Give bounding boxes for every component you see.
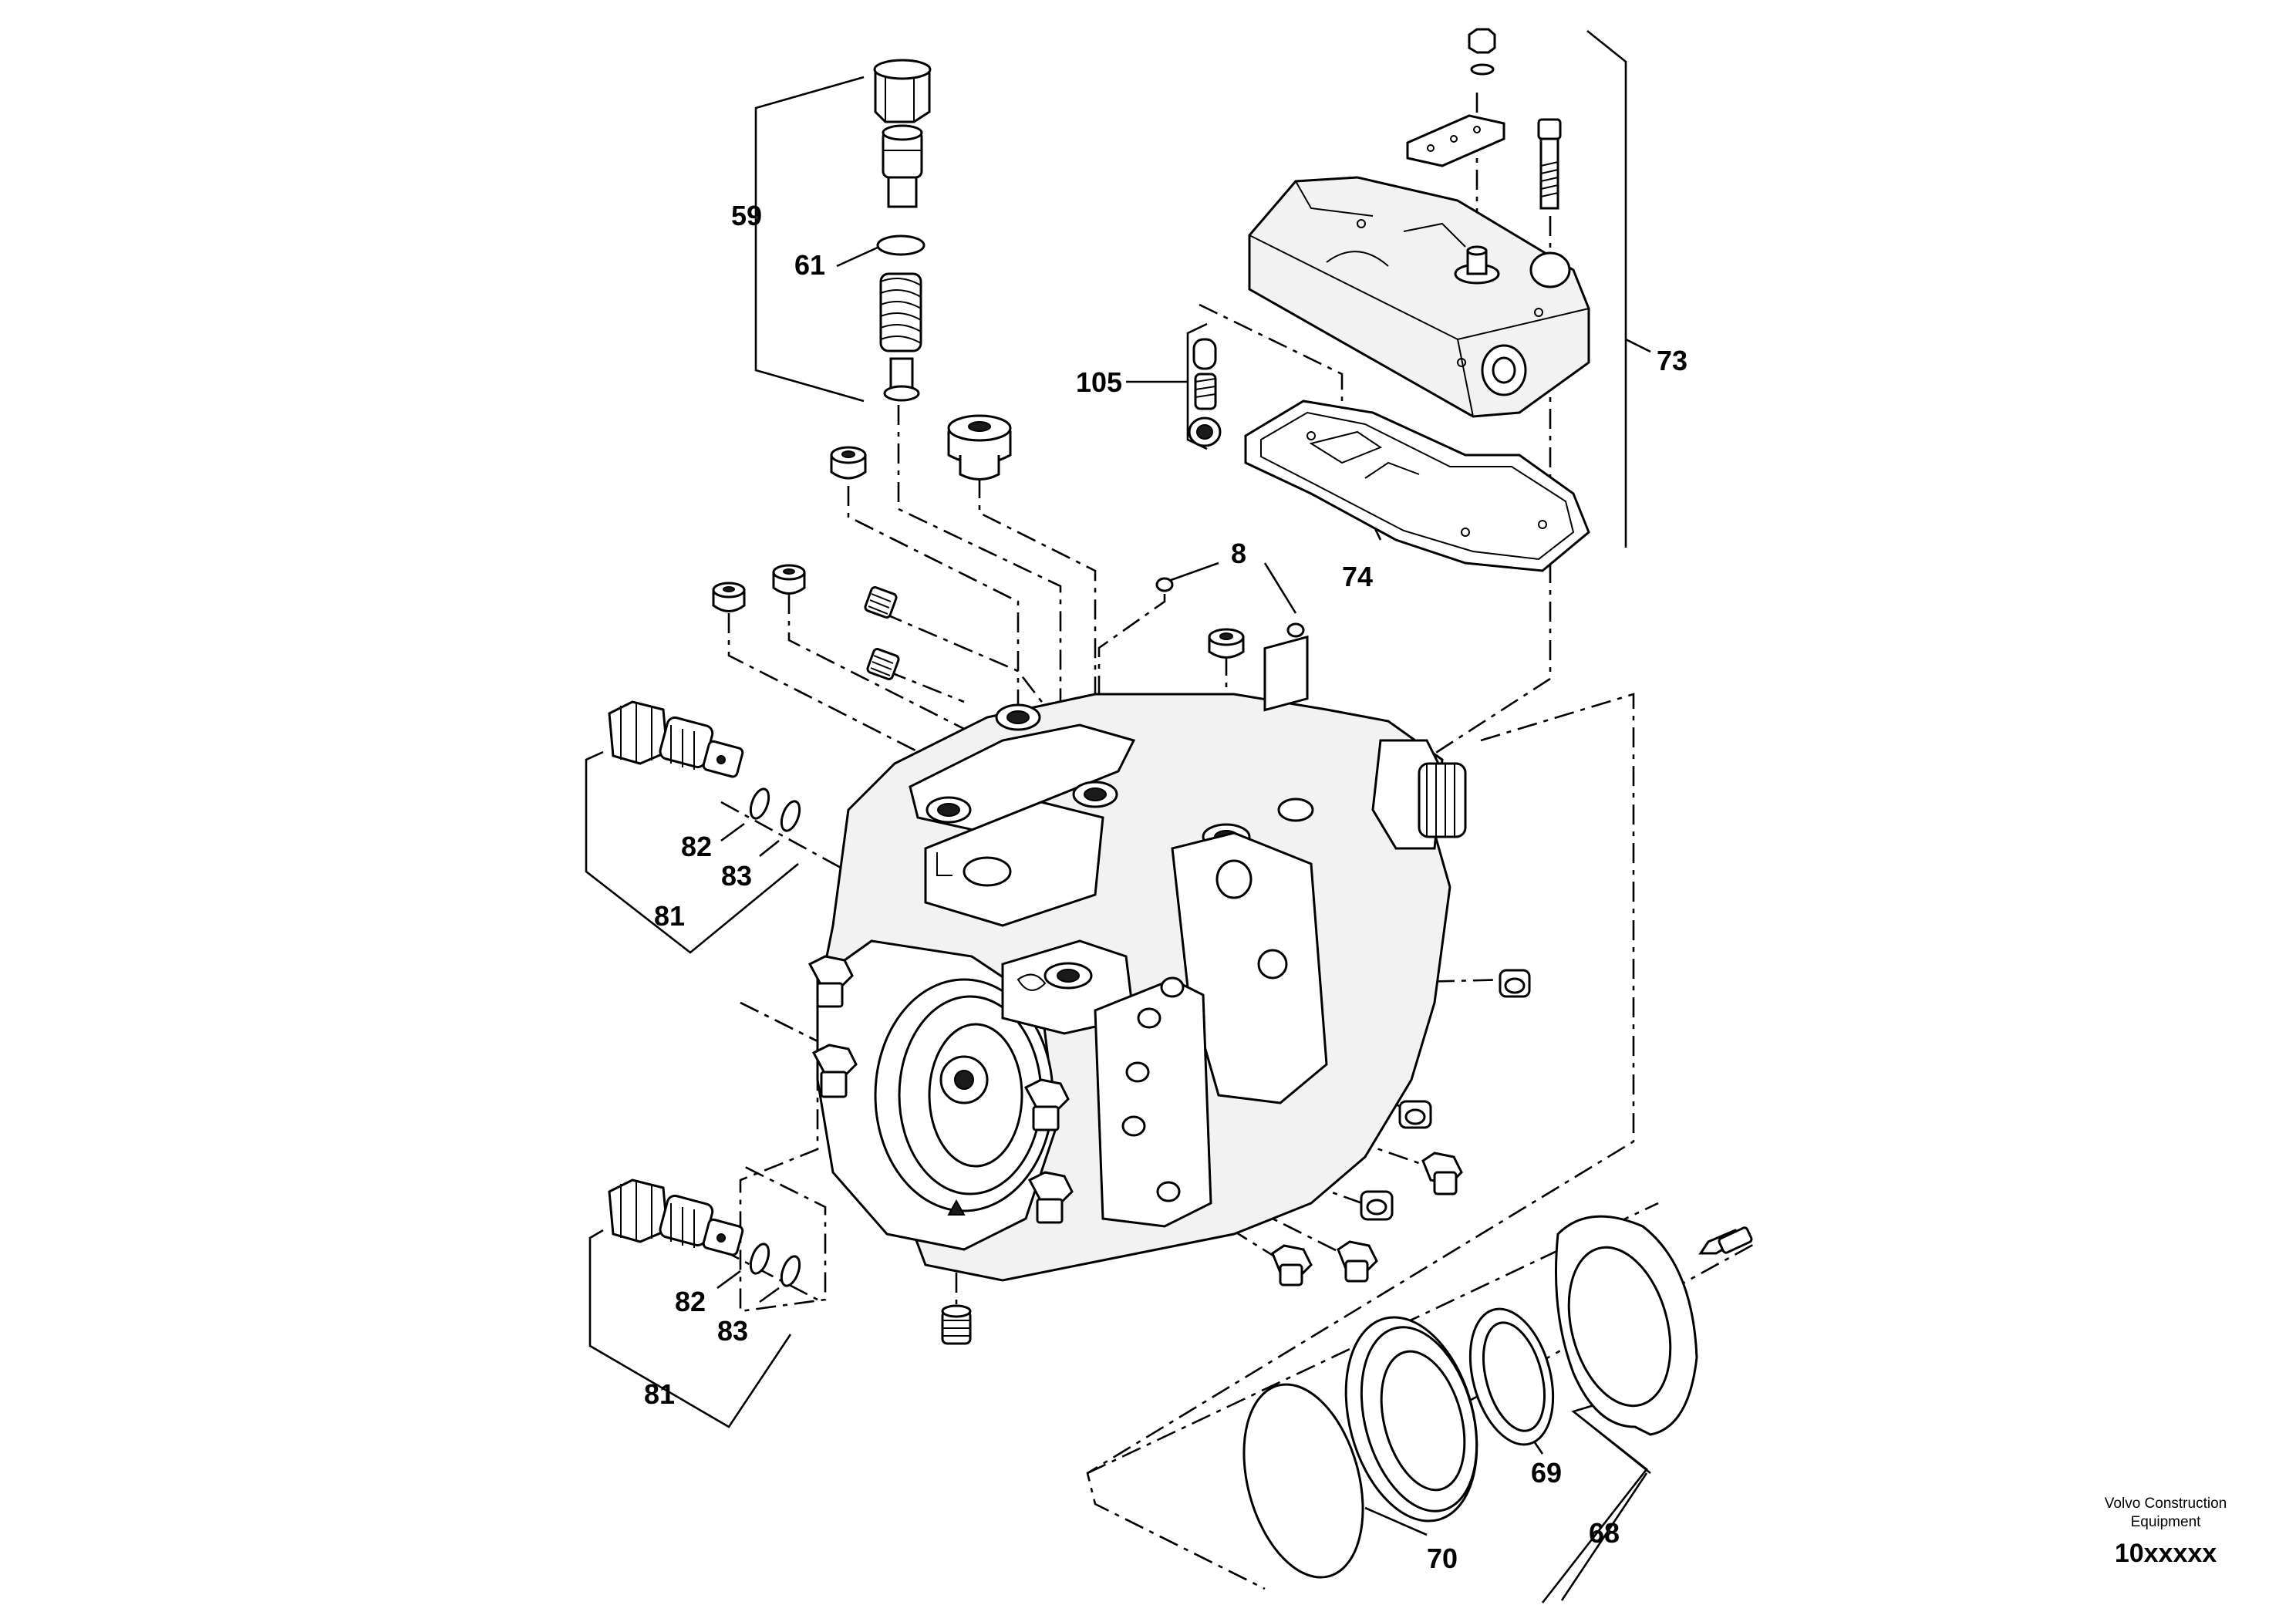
flange-bolt bbox=[1027, 1171, 1074, 1224]
part-70-o-ring bbox=[1242, 1383, 1364, 1579]
spring bbox=[879, 272, 922, 352]
brand-line-1: Volvo Construction bbox=[2105, 1496, 2227, 1512]
small-plug bbox=[1208, 628, 1245, 659]
small-plug bbox=[1398, 1100, 1432, 1129]
callout-69: 69 bbox=[1531, 1457, 1562, 1489]
part-74-gasket bbox=[1244, 400, 1590, 572]
part-81-relief-valve-lower bbox=[608, 1179, 801, 1287]
small-plug bbox=[1360, 1190, 1394, 1221]
small-plug bbox=[772, 564, 806, 595]
callout-83-upper: 83 bbox=[721, 860, 752, 892]
threaded-plug bbox=[941, 1304, 972, 1345]
drawing-code: 10xxxxx bbox=[2115, 1539, 2217, 1568]
threaded-plug bbox=[866, 648, 900, 680]
part-105-valve-spring bbox=[1188, 338, 1222, 447]
small-plug bbox=[712, 582, 746, 612]
small-plug bbox=[830, 446, 867, 480]
callout-labels: 59 61 105 73 74 8 82 83 81 82 83 81 69 6… bbox=[644, 200, 1687, 1574]
hex-plug bbox=[1421, 1152, 1463, 1195]
callout-82-upper: 82 bbox=[681, 831, 712, 862]
callout-83-lower: 83 bbox=[717, 1315, 748, 1347]
part-69-seal-ring bbox=[1468, 1307, 1555, 1446]
callout-61: 61 bbox=[794, 249, 825, 281]
shaft-seal-housing bbox=[1344, 1316, 1478, 1523]
threaded-plug bbox=[864, 586, 898, 619]
callout-105: 105 bbox=[1076, 366, 1122, 398]
flange-bolt bbox=[811, 1044, 858, 1098]
small-plug bbox=[1499, 969, 1531, 998]
flange-bolt bbox=[807, 955, 854, 1008]
plug-parts bbox=[712, 414, 1531, 1345]
part-73-control-cover bbox=[1248, 28, 1590, 418]
part-68-cover-plate bbox=[1555, 1215, 1753, 1436]
large-plug bbox=[947, 414, 1012, 481]
callout-73: 73 bbox=[1657, 345, 1687, 376]
callout-81-lower: 81 bbox=[644, 1378, 675, 1410]
callout-59: 59 bbox=[731, 200, 762, 231]
callout-81-upper: 81 bbox=[654, 900, 685, 932]
part-59-check-valve bbox=[873, 59, 932, 402]
hex-plug bbox=[1271, 1244, 1313, 1286]
callout-82-lower: 82 bbox=[675, 1286, 706, 1317]
callout-70: 70 bbox=[1427, 1543, 1458, 1574]
part-81-relief-valve-upper bbox=[608, 700, 801, 832]
callout-68: 68 bbox=[1589, 1517, 1620, 1549]
flange-bolt bbox=[1023, 1078, 1070, 1131]
pump-housing bbox=[807, 635, 1467, 1282]
callout-74: 74 bbox=[1342, 561, 1373, 592]
hex-plug bbox=[1337, 1240, 1378, 1283]
callout-8: 8 bbox=[1231, 538, 1246, 569]
brand-block: Volvo Construction Equipment 10xxxxx bbox=[2105, 1496, 2227, 1568]
brand-line-2: Equipment bbox=[2131, 1514, 2202, 1530]
